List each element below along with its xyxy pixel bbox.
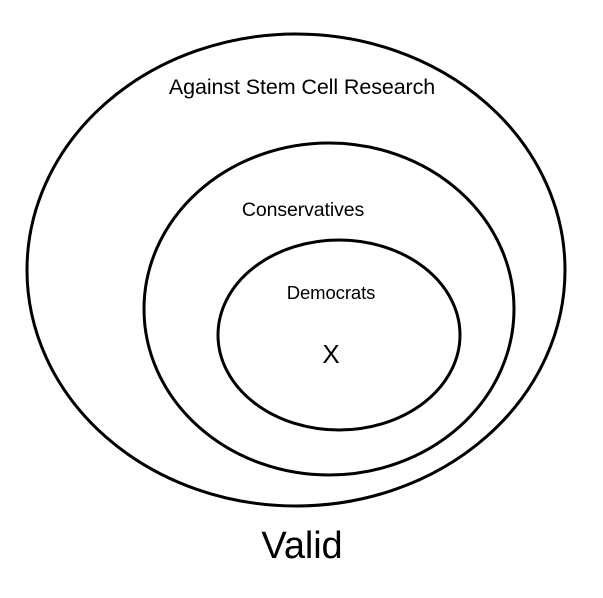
x-marker-label: X <box>322 339 340 369</box>
middle-ellipse-conservatives <box>142 141 516 477</box>
outer-ellipse-against-stem-cell-research <box>25 32 567 508</box>
inner-ellipse-democrats <box>216 238 462 432</box>
validity-verdict-label: Valid <box>261 525 343 567</box>
middle-set-label: Conservatives <box>241 199 365 221</box>
inner-set-label: Democrats <box>286 282 376 303</box>
outer-set-label: Against Stem Cell Research <box>168 75 436 99</box>
